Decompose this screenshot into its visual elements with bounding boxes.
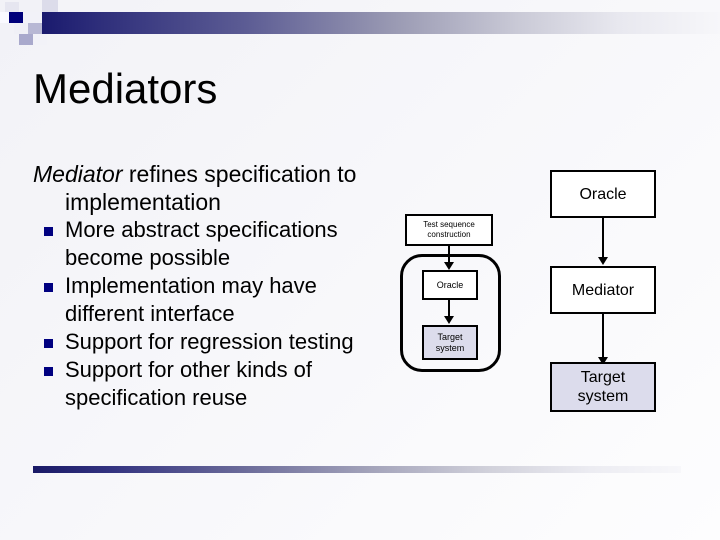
corner-decoration-square-11 (33, 34, 47, 45)
list-item: Support for other kinds of specification… (33, 356, 398, 412)
corner-decoration-square-4 (0, 12, 9, 23)
diagram-right-arrow-1-head (598, 257, 608, 265)
corner-decoration-square-8 (28, 23, 42, 34)
diagram-left-arrow-2-line (448, 300, 450, 317)
list-item: Implementation may have different interf… (33, 272, 398, 328)
diagram-left-box-target-system: Target system (422, 325, 478, 360)
list-item-line1: More abstract specifications (65, 217, 338, 242)
diagram-left-box-target-system-line2: system (435, 342, 465, 353)
lead-paragraph: Mediator refines specification to implem… (33, 160, 398, 216)
lead-rest: refines specification to (122, 161, 357, 187)
diagram-right-box-oracle-label: Oracle (579, 185, 627, 203)
lead-emphasis: Mediator (33, 161, 123, 187)
lead-continuation: implementation (65, 189, 221, 215)
diagram-left-box-target-system-line1: Target (437, 331, 463, 342)
diagram-left-box-oracle-label: Oracle (436, 279, 464, 290)
list-item-line2: become possible (65, 245, 231, 270)
diagram-left-system-boundary (400, 254, 501, 372)
diagram-left-arrow-1-head (444, 262, 454, 270)
square-bullet-icon (44, 283, 53, 292)
list-item-line1: Support for other kinds of (65, 357, 313, 382)
corner-decoration-square-3 (58, 0, 80, 12)
corner-decoration-square-6 (23, 12, 42, 23)
list-item-line1: Support for regression testing (65, 329, 354, 354)
list-item-line2: different interface (65, 301, 235, 326)
body-text-block: Mediator refines specification to implem… (33, 160, 398, 412)
top-gradient-band (42, 12, 720, 34)
diagram-right-arrow-2-line (602, 314, 604, 358)
diagram-right-arrow-1-line (602, 218, 604, 258)
square-bullet-icon (44, 367, 53, 376)
diagram-right-box-target-system-line1: Target (580, 369, 626, 386)
diagram-left-box-test-sequence: Test sequence construction (405, 214, 493, 246)
list-item: Support for regression testing (33, 328, 398, 356)
diagram-left-box-test-sequence-line1: Test sequence (423, 220, 475, 229)
bottom-gradient-bar (33, 466, 681, 473)
diagram-right-box-target-system: Target system (550, 362, 656, 412)
corner-decoration-square-1 (19, 0, 42, 12)
square-bullet-icon (44, 227, 53, 236)
page-title: Mediators (33, 65, 218, 112)
list-item: More abstract specifications become poss… (33, 216, 398, 272)
corner-decoration-square-5 (9, 12, 23, 23)
diagram-left-arrow-2-head (444, 316, 454, 324)
square-bullet-icon (44, 339, 53, 348)
corner-decoration-square-0 (5, 2, 19, 12)
diagram-left-box-oracle: Oracle (422, 270, 478, 300)
diagram-right-box-mediator-label: Mediator (571, 281, 635, 299)
diagram-right-box-target-system-line2: system (577, 388, 629, 405)
list-item-line2: specification reuse (65, 385, 248, 410)
diagram-right-arrow-2-head (598, 357, 608, 365)
corner-decoration-square-10 (19, 34, 33, 45)
corner-decoration-square-2 (42, 0, 58, 12)
diagram-right-box-mediator: Mediator (550, 266, 656, 314)
list-item-line1: Implementation may have (65, 273, 317, 298)
diagram-left-box-test-sequence-line2: construction (427, 230, 471, 239)
diagram-right-box-oracle: Oracle (550, 170, 656, 218)
corner-decoration-square-7 (14, 23, 28, 34)
